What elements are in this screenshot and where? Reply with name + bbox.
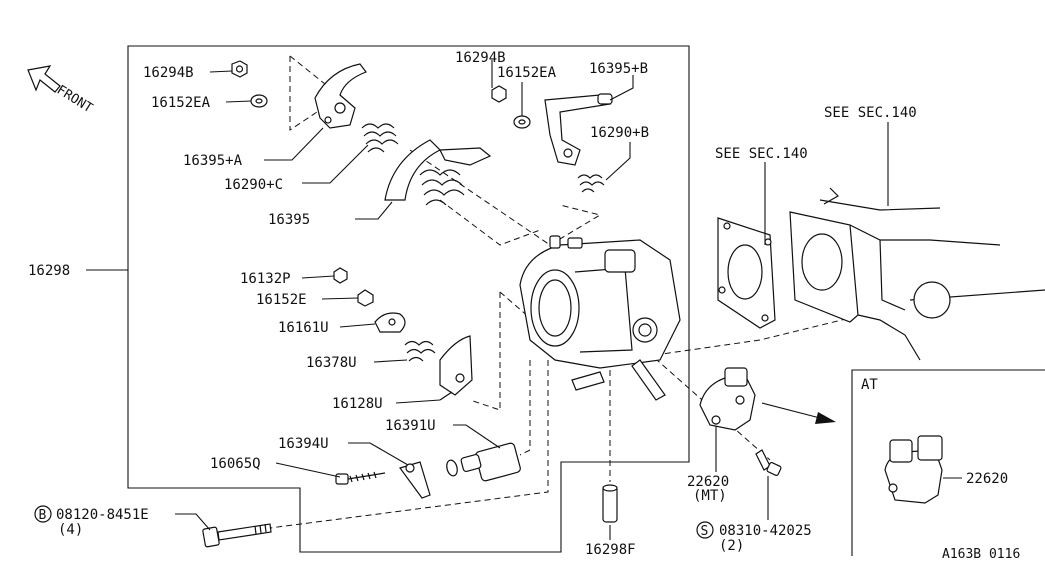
screw-08310-42025 (755, 449, 782, 477)
spring-16290plusC (361, 123, 399, 153)
bracket-16395 (384, 139, 492, 206)
leader-line (609, 75, 634, 101)
leader-line (355, 201, 393, 220)
label-16378U: 16378U (306, 355, 357, 371)
label-16161U: 16161U (278, 320, 329, 336)
throttle-body (519, 235, 681, 401)
front-arrow-icon (27, 65, 61, 93)
prefix-S: S (701, 524, 709, 539)
label-16298F: 16298F (585, 542, 636, 558)
leader-line (339, 323, 376, 328)
plate-16161U (374, 312, 406, 333)
assembly-line (409, 149, 602, 246)
leader-line (453, 424, 501, 449)
bolt-08120-8451E (202, 523, 272, 548)
callout-08310-42025: S 08310-42025 (2) (696, 521, 812, 554)
label-16152EA-top: 16152EA (497, 65, 557, 81)
sensor-22620-at (884, 435, 943, 504)
label-22620-at: 22620 (966, 471, 1008, 487)
bolt-16065Q (335, 471, 386, 485)
leader-line (264, 127, 324, 161)
bracket-16395plusA (314, 63, 367, 129)
assembly-line (639, 344, 771, 461)
leader-line (302, 144, 369, 184)
washer-16152EA-top (513, 115, 531, 129)
label-16394U: 16394U (278, 436, 329, 452)
lever-16128U (439, 335, 473, 401)
washer-16152EA-left (250, 94, 268, 108)
label-16128U: 16128U (332, 396, 383, 412)
label-16395: 16395 (268, 212, 310, 228)
label-see-sec-140-a: SEE SEC.140 (715, 146, 808, 162)
label-16152E: 16152E (256, 292, 307, 308)
label-16298: 16298 (28, 263, 70, 279)
label-16152EA-left: 16152EA (151, 95, 211, 111)
assembly-frame (127, 45, 690, 553)
leader-line (209, 70, 233, 73)
label-22620-mt-sub: (MT) (693, 488, 727, 504)
label-see-sec-140-b: SEE SEC.140 (824, 105, 917, 121)
leader-line (225, 100, 252, 103)
qty-08120-8451E: (4) (58, 522, 83, 538)
sensor-22620-mt (699, 367, 756, 431)
assembly-line (269, 360, 549, 529)
label-22620-mt: 22620 (687, 474, 729, 490)
leader-line (348, 442, 409, 466)
assembly-line (289, 56, 321, 131)
label-16294B-left: 16294B (143, 65, 194, 81)
label-16290plusC: 16290+C (224, 177, 283, 193)
valve-16391U (446, 442, 521, 482)
label-16391U: 16391U (385, 418, 436, 434)
spring-16378U (404, 340, 436, 362)
leader-line (275, 462, 341, 478)
bracket-16394U (399, 461, 431, 499)
label-16395plusA: 16395+A (183, 153, 243, 169)
leader-line (321, 297, 359, 300)
at-direction-arrow-icon (761, 402, 836, 424)
leader-line (395, 399, 441, 404)
sleeve-16298F (602, 484, 618, 523)
front-label: FRONT (54, 83, 95, 117)
lever-16395plusB (544, 93, 613, 166)
label-16290plusB: 16290+B (590, 125, 649, 141)
leader-line (175, 513, 211, 531)
assembly-line (439, 199, 541, 246)
label-08120-8451E: 08120-8451E (56, 507, 149, 523)
assembly-line (654, 317, 851, 356)
label-16294B-top: 16294B (455, 50, 506, 66)
diagram-code: A163B 0116 (942, 547, 1020, 562)
nut-16132P (333, 267, 348, 284)
gasket (717, 217, 776, 329)
nut-16294B-left (231, 60, 248, 78)
label-16132P: 16132P (240, 271, 291, 287)
leader-line (301, 275, 335, 279)
spring-16290plusB (577, 174, 605, 193)
assembly-line (519, 360, 531, 456)
intake-manifold (789, 187, 1045, 361)
prefix-B: B (39, 508, 47, 523)
leader-line (373, 359, 408, 363)
callout-08120-8451E: B 08120-8451E (4) (34, 505, 149, 538)
label-16065Q: 16065Q (210, 456, 261, 472)
label-08310-42025: 08310-42025 (719, 523, 812, 539)
nut-16294B-top (491, 85, 507, 103)
leader-line (605, 142, 631, 181)
qty-08310-42025: (2) (719, 538, 744, 554)
label-16395plusB: 16395+B (589, 61, 648, 77)
assembly-line (289, 55, 331, 89)
inset-title: AT (861, 377, 878, 393)
at-inset-frame (851, 369, 1045, 556)
washer-16152E (357, 289, 374, 307)
assembly-line (469, 292, 501, 411)
